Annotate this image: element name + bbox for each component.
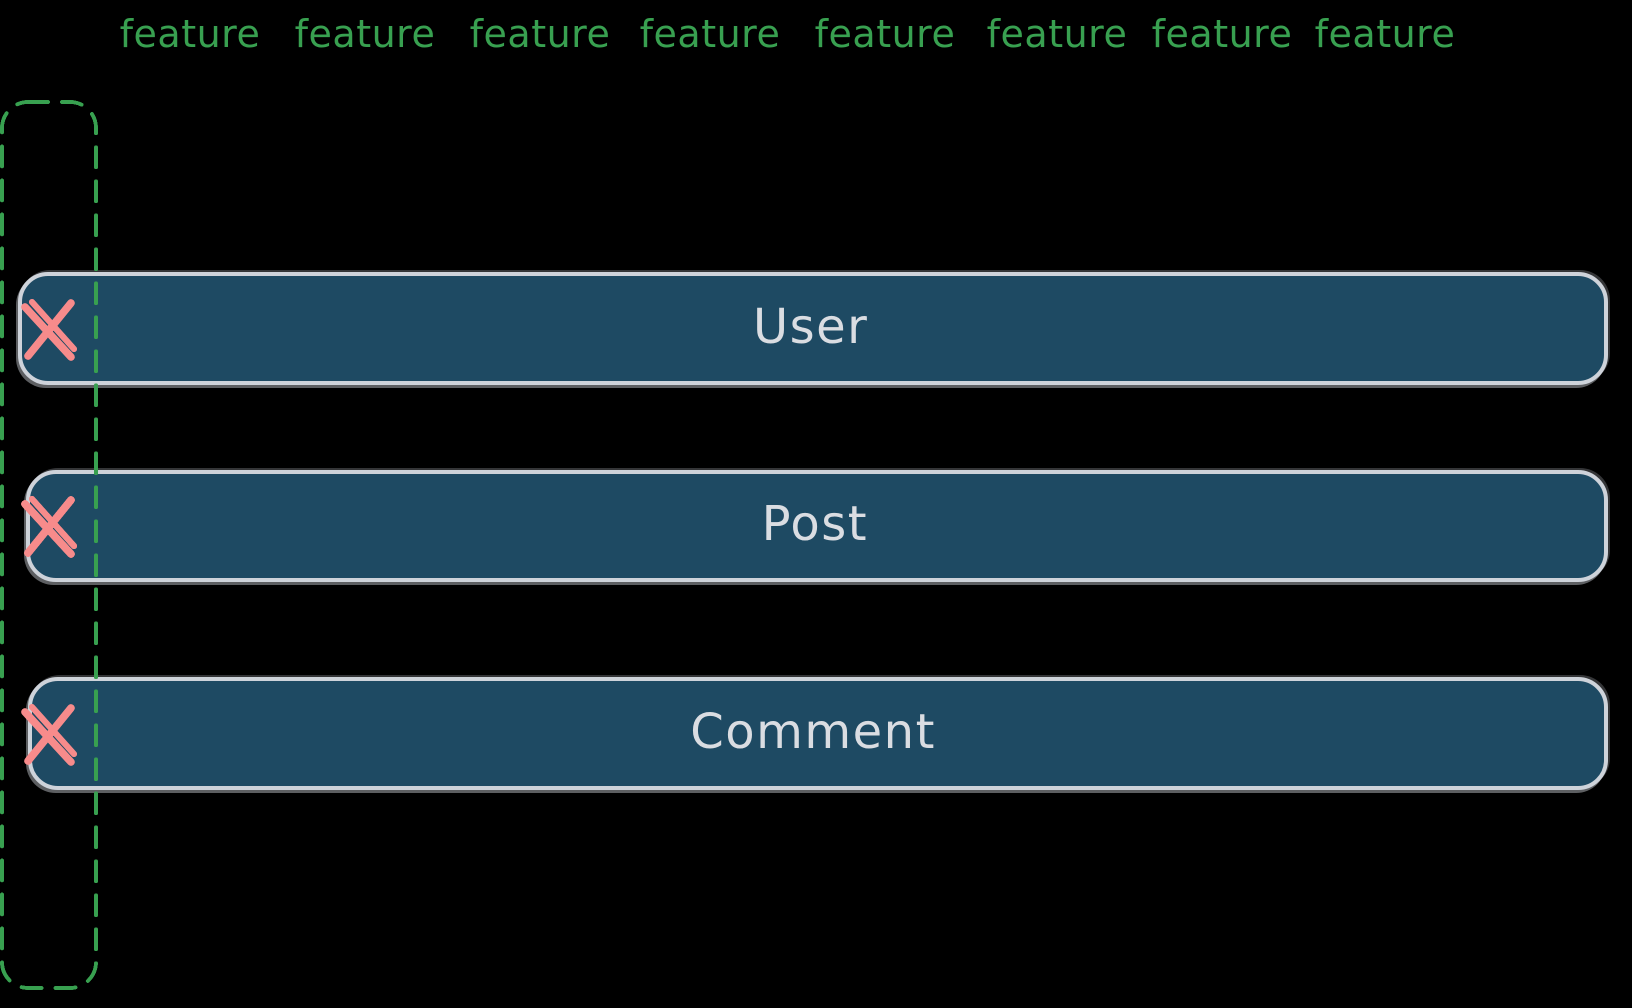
column-label: feature xyxy=(814,12,956,56)
row-label: User xyxy=(752,298,869,355)
column-label: feature xyxy=(294,12,436,56)
column-label: feature xyxy=(119,12,261,56)
entity-row-user: User xyxy=(18,272,1608,385)
column-label: feature xyxy=(1151,12,1293,56)
column-label: feature xyxy=(1314,12,1456,56)
row-label: Post xyxy=(761,495,869,552)
column-label: feature xyxy=(639,12,781,56)
column-label: feature xyxy=(986,12,1128,56)
column-label: feature xyxy=(469,12,611,56)
entity-row-comment: Comment xyxy=(28,677,1608,790)
row-label: Comment xyxy=(690,703,936,760)
entity-row-post: Post xyxy=(26,470,1608,582)
